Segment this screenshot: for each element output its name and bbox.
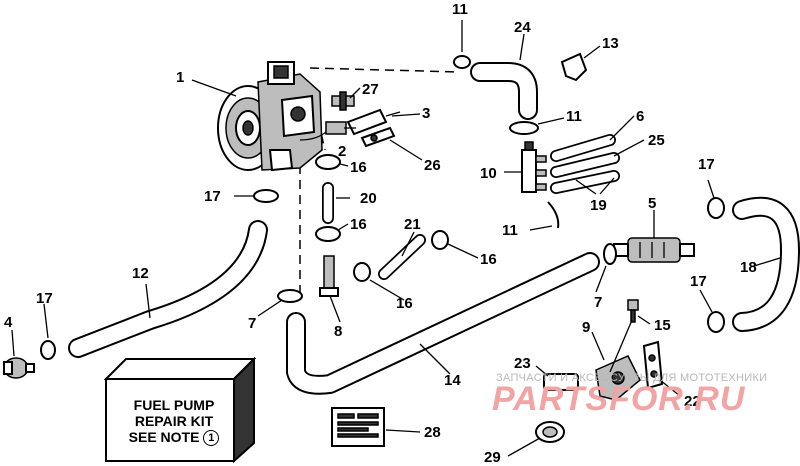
callout-5: 5 (648, 195, 656, 212)
pump-fittings (325, 91, 401, 148)
part-13-clip (560, 52, 588, 82)
callout-26: 26 (424, 157, 441, 174)
repair-kit-see-note: SEE NOTE (128, 429, 200, 445)
callout-17-b: 17 (36, 290, 53, 307)
callout-9: 9 (582, 319, 590, 336)
repair-kit-label: FUEL PUMP REPAIR KIT SEE NOTE 1 (114, 397, 234, 447)
callout-11-low: 11 (502, 222, 518, 239)
callout-17-a: 17 (204, 188, 221, 205)
callout-19: 19 (590, 197, 607, 214)
callout-14: 14 (444, 372, 461, 389)
part-9-valve-assembly (543, 299, 664, 401)
repair-kit-line-2: REPAIR KIT (134, 413, 214, 429)
callout-3: 3 (422, 105, 430, 122)
hose-clamps (40, 55, 725, 360)
callout-12: 12 (132, 265, 149, 282)
watermark-logo: PARTSFOR.RU (492, 380, 746, 418)
callout-24: 24 (514, 19, 531, 36)
callout-7-right: 7 (594, 294, 602, 311)
callout-25: 25 (648, 132, 665, 149)
callout-16-a: 16 (350, 159, 367, 176)
part-10-manifold (521, 141, 547, 193)
repair-kit-line-1: FUEL PUMP (133, 397, 215, 413)
callout-17-d: 17 (690, 273, 707, 290)
part-15-screw (627, 299, 639, 311)
part-28-decal (331, 407, 385, 447)
callout-11-mid: 11 (566, 108, 582, 125)
part-22-gasket (642, 340, 664, 390)
callout-11-top: 11 (452, 1, 468, 18)
callout-28: 28 (424, 424, 441, 441)
callout-18: 18 (740, 259, 757, 276)
callout-20: 20 (360, 190, 377, 207)
callout-7-left: 7 (248, 315, 256, 332)
callout-16-d: 16 (396, 295, 413, 312)
callout-numbers: 1 2 3 4 5 6 7 7 8 9 10 11 11 11 12 13 14… (4, 1, 757, 466)
part-5-fuel-filter (613, 237, 695, 263)
callout-6: 6 (636, 108, 644, 125)
repair-kit-box (104, 357, 256, 463)
callout-16-b: 16 (350, 216, 367, 233)
callout-13: 13 (602, 35, 619, 52)
callout-21: 21 (404, 216, 421, 233)
part-8-fitting (319, 255, 339, 297)
repair-kit-note-number: 1 (203, 430, 220, 447)
callout-22: 22 (684, 393, 701, 410)
part-2-fitting (325, 121, 347, 135)
part-3-fitting (346, 108, 388, 136)
callout-4: 4 (4, 314, 13, 331)
fuel-pump-assembly (217, 61, 331, 172)
part-23-fitting (543, 373, 579, 391)
callout-27: 27 (362, 81, 379, 98)
watermark-caption: ЗАПЧАСТИ И АКСЕССУАРЫ ДЛЯ МОТОТЕХНИКИ (496, 372, 768, 384)
callout-1: 1 (176, 69, 184, 86)
callout-16-c: 16 (480, 251, 497, 268)
callout-8: 8 (334, 323, 342, 340)
callout-15: 15 (654, 317, 671, 334)
callout-2: 2 (338, 143, 346, 160)
part-29-clamp (535, 421, 565, 443)
callout-23: 23 (514, 355, 531, 372)
part-4-primer (3, 357, 35, 379)
fuel-hoses (68, 62, 800, 395)
leader-lines (11, 20, 781, 457)
callout-29: 29 (484, 449, 501, 466)
callout-10: 10 (480, 165, 497, 182)
callout-17-c: 17 (698, 156, 715, 173)
part-26-bracket (360, 126, 396, 148)
repair-kit-line-3: SEE NOTE 1 (114, 429, 234, 447)
